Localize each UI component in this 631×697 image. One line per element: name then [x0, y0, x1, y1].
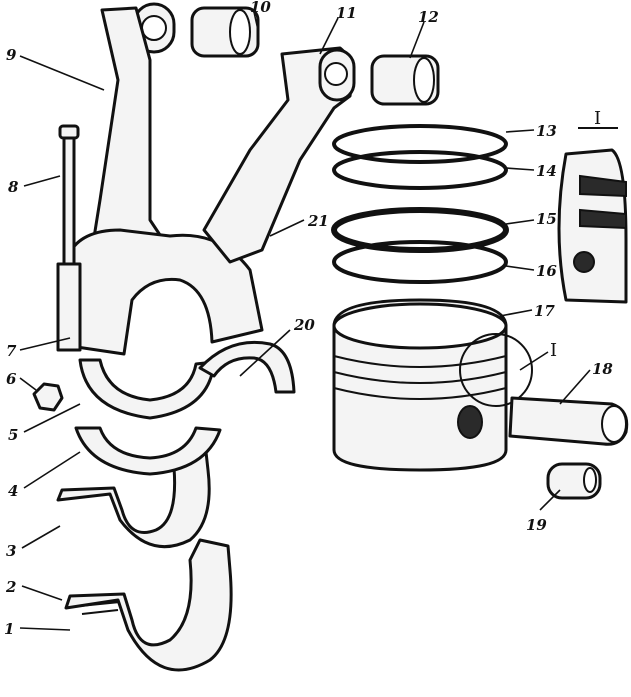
bushing-10 — [190, 6, 260, 58]
detail-title: I — [594, 108, 601, 129]
connecting-rod-right — [202, 46, 356, 264]
callout-1: 1 — [4, 620, 14, 638]
nut — [32, 382, 64, 412]
callout-9: 9 — [6, 46, 17, 64]
bearing-shell-upper — [78, 358, 216, 420]
callout-21: 21 — [307, 212, 329, 230]
leader-lines — [19, 11, 591, 631]
callout-16: 16 — [536, 262, 557, 280]
callout-6: 6 — [6, 370, 17, 388]
callout-2: 2 — [5, 578, 16, 596]
callout-7: 7 — [6, 342, 17, 360]
bushing-12 — [370, 54, 440, 106]
compression-rings — [332, 124, 508, 190]
piston-pin — [508, 396, 629, 446]
piston — [332, 298, 533, 472]
plug — [546, 462, 602, 500]
bolt — [56, 124, 82, 352]
callout-17: 17 — [534, 302, 555, 320]
detail-view — [557, 127, 628, 304]
callout-4: 4 — [8, 482, 18, 500]
bearing-cap-lower — [64, 538, 233, 672]
callout-5: 5 — [8, 426, 18, 444]
callout-20: 20 — [293, 316, 315, 334]
connecting-rod-left — [62, 2, 264, 356]
callout-10: 10 — [250, 0, 271, 16]
callout-15: 15 — [536, 210, 557, 228]
callout-14: 14 — [536, 162, 557, 180]
callout-12: 12 — [418, 8, 439, 26]
callout-18: 18 — [592, 360, 613, 378]
oil-rings — [331, 207, 509, 284]
callout-labels: 1 2 3 4 5 6 7 8 9 10 11 12 13 14 15 16 1… — [4, 0, 613, 638]
bearing-shell-lower — [74, 426, 222, 476]
callout-13: 13 — [536, 122, 557, 140]
detail-label: I — [550, 340, 557, 361]
callout-19: 19 — [526, 516, 547, 534]
callout-8: 8 — [8, 178, 19, 196]
callout-11: 11 — [336, 4, 357, 22]
bearing-shell-20 — [198, 340, 296, 394]
callout-3: 3 — [6, 542, 16, 560]
